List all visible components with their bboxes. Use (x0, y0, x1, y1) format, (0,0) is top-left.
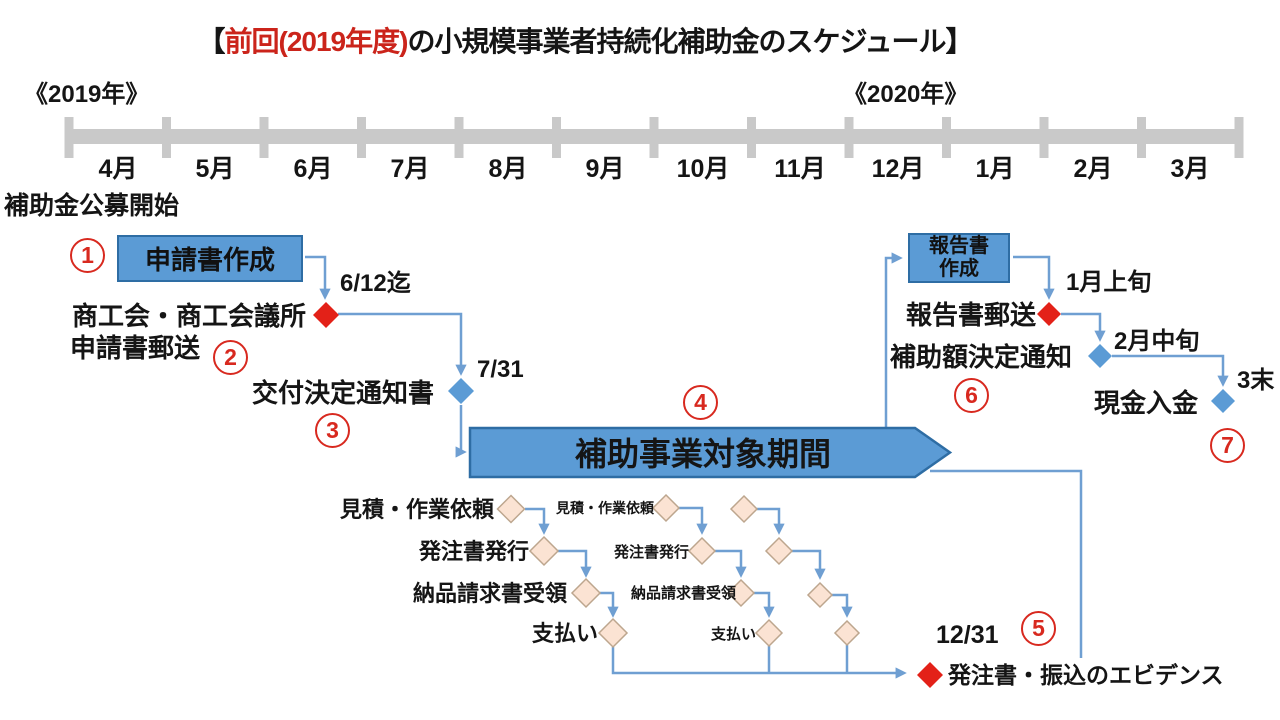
report-create-box: 報告書 作成 (908, 233, 1010, 283)
title-highlight: 前回(2019年度) (224, 26, 409, 57)
milestone-diamond-cash-in (1211, 389, 1235, 413)
report-create-box-line2: 作成 (939, 258, 979, 280)
end-of-march-label: 3末 (1237, 367, 1275, 394)
grant-decision-notice-label: 交付決定通知書 (252, 378, 435, 408)
milestone-diamond-grant-notice (448, 378, 474, 404)
connector-banner-end-drop (930, 469, 1083, 658)
application-mail-label: 申請書郵送 (70, 333, 201, 363)
chamber-of-commerce-label: 商工会・商工会議所 (72, 301, 307, 331)
chain1-diamond-order (528, 535, 560, 567)
chain1-diamond-invoice (570, 577, 602, 609)
milestone-diamond-report-mail (1037, 302, 1061, 326)
chain3-diamond-order (764, 536, 794, 566)
chain2-diamond-order (687, 536, 717, 566)
month-label-sep: 9月 (585, 155, 625, 183)
month-label-jul: 7月 (390, 155, 430, 183)
connector-evidence-collect (611, 647, 907, 679)
chain2-diamond-payment (754, 618, 784, 648)
timeline-axis (64, 117, 1244, 158)
title-bracket-open: 【 (197, 26, 225, 57)
chain2-connector-1 (679, 506, 708, 535)
chain3-diamond-quote (729, 494, 759, 524)
month-label-feb: 2月 (1073, 155, 1113, 183)
chain3-connector-2 (792, 549, 826, 580)
connector-step1-to-step2 (305, 255, 331, 300)
chain3-connector-1 (757, 507, 785, 535)
chain2-invoice-receipt-label: 納品請求書受領 (631, 585, 737, 602)
date-7-31-label: 7/31 (477, 356, 524, 383)
early-january-label: 1月上旬 (1066, 269, 1152, 296)
chain1-connector-2 (558, 549, 592, 578)
chain1-order-issue-label: 発注書発行 (419, 539, 530, 564)
connector-step3-to-banner (455, 405, 467, 458)
month-label-nov: 11月 (774, 155, 826, 183)
page-title: 【前回(2019年度)の小規模事業者持続化補助金のスケジュール】 (0, 26, 1170, 58)
chain2-diamond-quote (651, 493, 681, 523)
month-label-jun: 6月 (293, 155, 333, 183)
step3-number-badge: 3 (315, 413, 350, 448)
chain1-invoice-receipt-label: 納品請求書受領 (413, 581, 568, 606)
chain2-connector-3 (754, 591, 775, 618)
date-12-31-label: 12/31 (936, 621, 999, 649)
milestone-diamond-amount-notice (1088, 344, 1112, 368)
milestone-diamond-evidence (917, 662, 943, 688)
step2-number-badge: 2 (213, 340, 248, 375)
cash-deposit-label: 現金入金 (1094, 388, 1199, 418)
step6-number-badge: 6 (954, 378, 989, 413)
subsidy-period-banner-label: 補助事業対象期間 (574, 436, 831, 472)
public-offering-start-label: 補助金公募開始 (4, 192, 180, 220)
chain2-connector-2 (715, 549, 747, 578)
chain1-quote-request-label: 見積・作業依頼 (340, 497, 495, 522)
chain3-connector-3 (832, 593, 853, 618)
mid-february-label: 2月中旬 (1114, 328, 1200, 355)
chain2-diamond-invoice (726, 578, 756, 608)
step4-number-badge: 4 (683, 385, 718, 420)
flow-connectors (305, 252, 1229, 679)
connector-report-box-to-mail (1013, 255, 1055, 300)
connector-notice-to-cash (1112, 354, 1229, 387)
month-label-oct: 10月 (676, 155, 730, 183)
month-label-aug: 8月 (488, 155, 528, 183)
chain1-payment-label: 支払い (532, 621, 599, 646)
subsidy-period-banner-shape (468, 426, 953, 479)
connector-mail-to-notice (1061, 312, 1106, 342)
application-create-box: 申請書作成 (117, 235, 303, 282)
chain2-order-issue-label: 発注書発行 (614, 544, 690, 561)
chain3-diamond-payment (833, 619, 861, 647)
evidence-label: 発注書・振込のエビデンス (948, 662, 1224, 688)
month-label-jan: 1月 (975, 155, 1015, 183)
application-create-box-label: 申請書作成 (144, 245, 275, 275)
chain1-diamond-quote (496, 494, 526, 524)
deadline-6-12-label: 6/12迄 (340, 270, 411, 297)
report-mail-label: 報告書郵送 (906, 300, 1037, 330)
step5-number-badge: 5 (1021, 611, 1056, 646)
chain2-payment-label: 支払い (711, 626, 757, 643)
year-label-2020: 《2020年》 (843, 81, 969, 108)
report-create-box-line1: 報告書 (929, 235, 989, 257)
year-label-2019: 《2019年》 (24, 81, 150, 108)
step7-number-badge: 7 (1210, 428, 1245, 463)
milestone-diamond-application-mail (313, 302, 339, 328)
milestone-diamonds (313, 302, 1235, 688)
amount-decision-notice-label: 補助額決定通知 (890, 342, 1073, 372)
month-label-mar: 3月 (1170, 155, 1210, 183)
chain1-diamond-payment (597, 617, 629, 649)
chain1-connector-1 (525, 507, 550, 535)
step1-number-badge: 1 (70, 238, 105, 273)
month-label-dec: 12月 (871, 155, 925, 183)
chain3-diamond-invoice (806, 581, 834, 609)
chain2-quote-request-label: 見積・作業依頼 (556, 500, 654, 516)
month-label-apr: 4月 (98, 155, 138, 183)
connector-step2-to-step3 (338, 312, 467, 376)
task-diamonds (496, 493, 861, 649)
chain1-connector-3 (600, 591, 619, 618)
title-rest: の小規模事業者持続化補助金のスケジュール】 (407, 26, 973, 57)
connector-banner-to-report-box (884, 252, 903, 428)
month-label-may: 5月 (195, 155, 235, 183)
